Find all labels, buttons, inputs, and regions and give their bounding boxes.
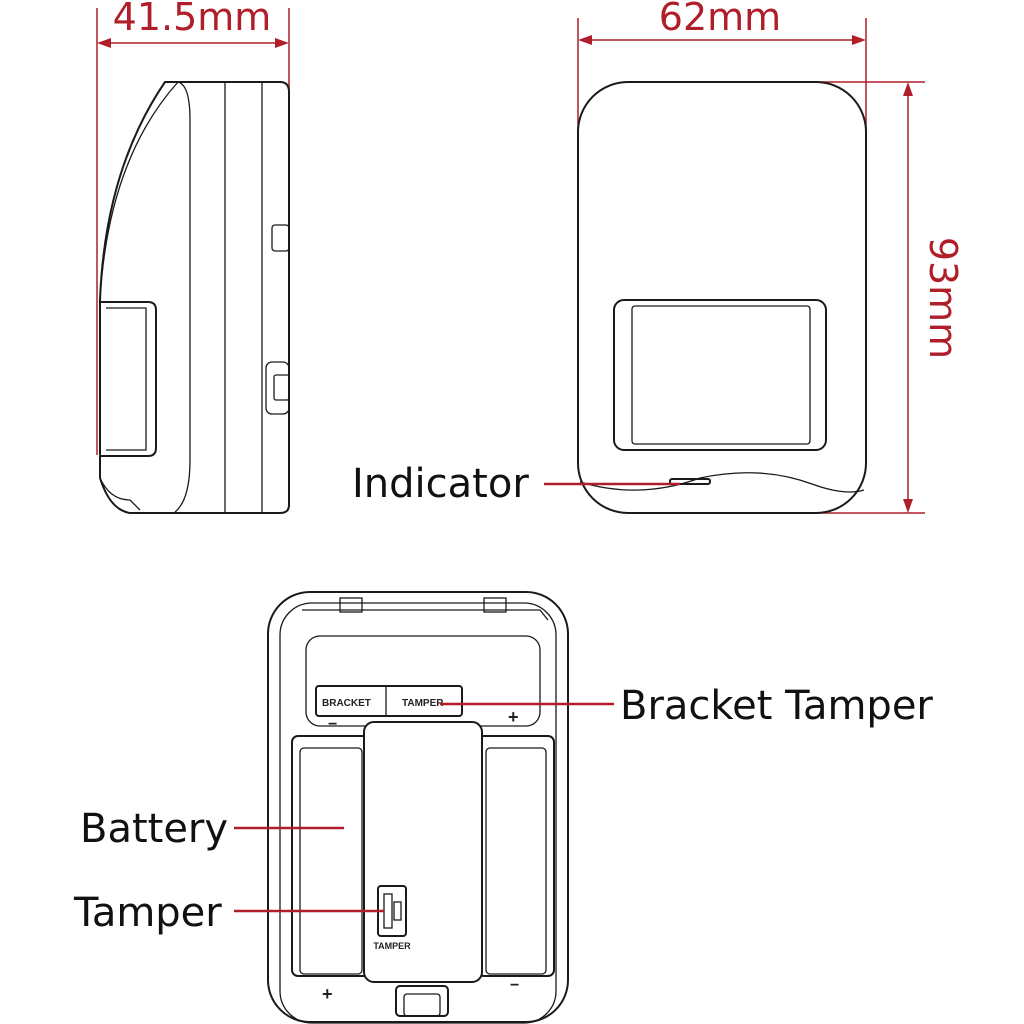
depth-dimension-label: 41.5mm xyxy=(113,0,272,39)
battery-callout: Battery xyxy=(80,806,344,852)
bracket-tamper-plate: BRACKET TAMPER xyxy=(315,685,463,717)
tamper-switch-marking: TAMPER xyxy=(373,941,411,951)
battery-right xyxy=(477,735,555,977)
tamper-label: Tamper xyxy=(73,890,222,936)
bracket-marking: BRACKET xyxy=(322,698,371,709)
indicator-label: Indicator xyxy=(352,461,529,507)
plus-bottom: + xyxy=(322,984,333,1004)
tamper-marking: TAMPER xyxy=(402,698,444,709)
battery-label: Battery xyxy=(80,806,228,852)
minus-top: − xyxy=(328,716,337,733)
indicator-callout: Indicator xyxy=(352,461,680,507)
back-view: BRACKET TAMPER − + TAMPER + − xyxy=(267,591,569,1024)
battery-left xyxy=(291,735,371,977)
tamper-callout: Tamper xyxy=(73,890,384,936)
bracket-tamper-label: Bracket Tamper xyxy=(620,683,933,729)
front-view: 62mm 93mm xyxy=(577,0,965,514)
side-view: 41.5mm xyxy=(96,0,290,514)
bracket-tamper-callout: Bracket Tamper xyxy=(440,683,933,729)
minus-bottom: − xyxy=(510,977,519,994)
plus-top: + xyxy=(508,707,519,727)
width-dimension-label: 62mm xyxy=(659,0,781,39)
height-dimension-label: 93mm xyxy=(921,237,965,359)
